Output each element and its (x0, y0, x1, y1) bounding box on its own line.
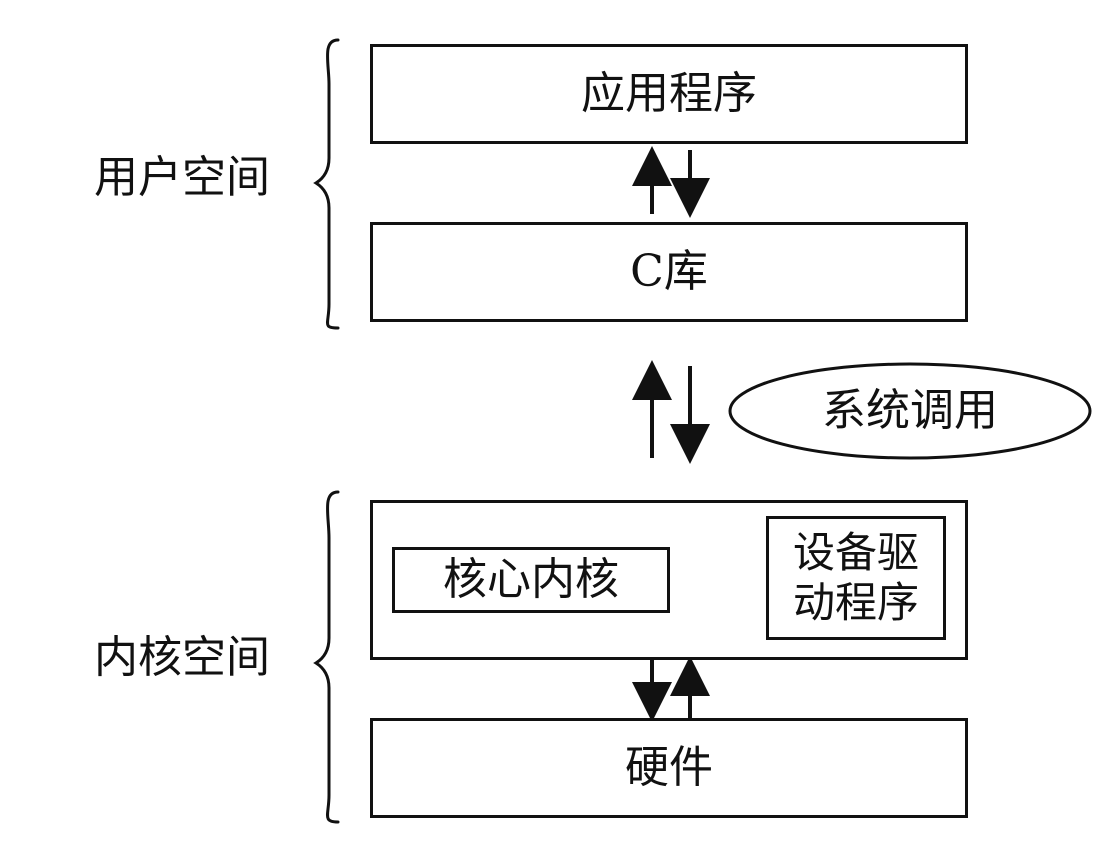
hardware-label: 硬件 (625, 742, 713, 793)
user-space-label: 用户空间 (94, 152, 270, 203)
application-label: 应用程序 (581, 68, 757, 119)
kernel-space-brace (313, 490, 340, 824)
core-kernel-box: 核心内核 (392, 547, 670, 613)
device-driver-label-line-1: 设备驱 (792, 528, 919, 577)
syscall-label: 系统调用 (822, 385, 998, 436)
application-box: 应用程序 (370, 44, 968, 144)
hardware-box: 硬件 (370, 718, 968, 818)
kernel-space-label: 内核空间 (94, 632, 270, 683)
c-library-label: C库 (630, 246, 708, 297)
device-driver-box: 设备驱 动程序 (766, 516, 946, 640)
device-driver-text: 设备驱 动程序 (793, 532, 919, 624)
device-driver-label-line-2: 动程序 (792, 578, 919, 627)
c-library-box: C库 (370, 222, 968, 322)
core-kernel-label: 核心内核 (443, 554, 619, 605)
user-space-brace (313, 38, 340, 330)
